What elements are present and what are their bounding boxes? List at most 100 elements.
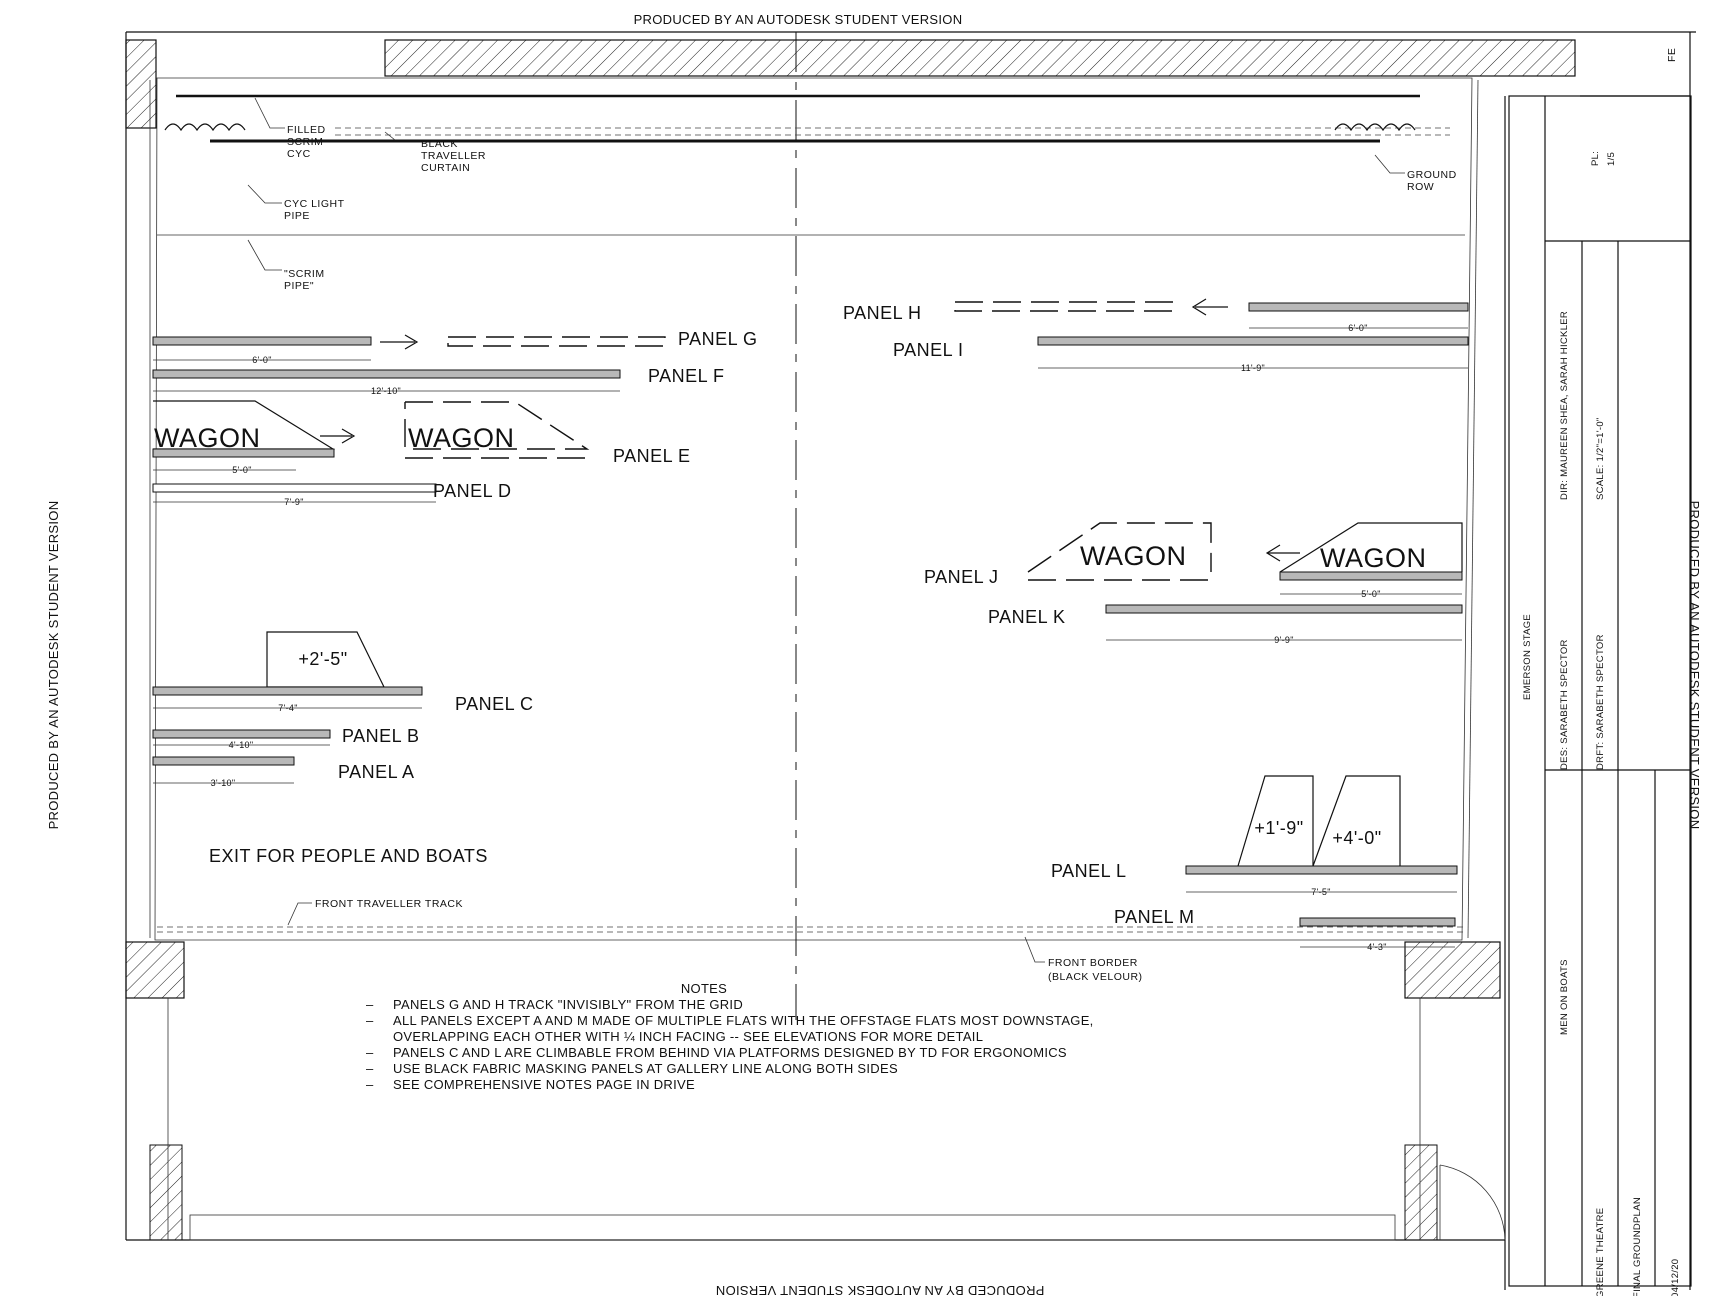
front-border-callout: FRONT BORDER (BLACK VELOUR) bbox=[1024, 936, 1142, 983]
wagon-right-offstage-label: WAGON bbox=[1080, 541, 1187, 571]
panel-k-flat bbox=[1105, 604, 1463, 614]
panel-g-group: PANEL G 6'-0" bbox=[152, 329, 758, 365]
panel-f-label: PANEL F bbox=[648, 366, 725, 386]
note-3: OVERLAPPING EACH OTHER WITH ¼ INCH FACIN… bbox=[393, 1029, 983, 1044]
panel-h-label: PANEL H bbox=[843, 303, 922, 323]
panel-l-group: +1'-9" +4'-0" PANEL L 7'-5" bbox=[1051, 775, 1458, 897]
panel-l-label: PANEL L bbox=[1051, 861, 1127, 881]
label-filled-scrim-cyc-3: CYC bbox=[287, 148, 311, 160]
wagon-left-1-offstage bbox=[404, 401, 590, 450]
exit-label: EXIT FOR PEOPLE AND BOATS bbox=[209, 846, 488, 866]
wagon-left-1-label: WAGON bbox=[154, 423, 261, 453]
panel-g-label: PANEL G bbox=[678, 329, 758, 349]
label-black-traveller-1: BLACK bbox=[421, 138, 458, 150]
panel-j-group: PANEL J WAGON WAGON 5'-0" bbox=[924, 522, 1463, 599]
platform-l1 bbox=[1237, 775, 1314, 867]
tb-date: 04/12/20 bbox=[1670, 1259, 1681, 1296]
note-1: PANELS G AND H TRACK "INVISIBLY" FROM TH… bbox=[393, 997, 743, 1012]
tb-sheet: FINAL GROUNDPLAN bbox=[1632, 1197, 1643, 1296]
panel-b-label: PANEL B bbox=[342, 726, 420, 746]
note-4: PANELS C AND L ARE CLIMBABLE FROM BEHIND… bbox=[393, 1045, 1067, 1060]
panel-k-label: PANEL K bbox=[988, 607, 1066, 627]
panel-d-label: PANEL D bbox=[433, 481, 512, 501]
front-row-seats bbox=[189, 1214, 1396, 1241]
notes-title: NOTES bbox=[681, 981, 727, 996]
label-black-traveller-2: TRAVELLER bbox=[421, 150, 486, 162]
panel-k-group: PANEL K 9'-9" bbox=[988, 604, 1463, 645]
watermark-top: PRODUCED BY AN AUTODESK STUDENT VERSION bbox=[634, 12, 963, 27]
platform-l1-label: +1'-9" bbox=[1254, 818, 1303, 838]
panel-i-group: PANEL I 11'-9" bbox=[893, 336, 1469, 373]
panel-f-group: PANEL F 12'-10" bbox=[152, 366, 725, 396]
dim-j: 5'-0" bbox=[1361, 589, 1380, 599]
dim-c: 7'-4" bbox=[278, 703, 297, 713]
panel-g-flat bbox=[152, 336, 372, 346]
platform-l2-label: +4'-0" bbox=[1332, 828, 1381, 848]
svg-text:–: – bbox=[366, 1045, 374, 1060]
cyc-wave-right bbox=[1334, 123, 1416, 132]
panel-a-group: PANEL A 3'-10" bbox=[152, 756, 414, 788]
title-block: PL: 1/5 DIR: MAUREEN SHEA, SARAH HICKLER… bbox=[1508, 95, 1692, 1296]
corner-tag: FE bbox=[1666, 48, 1678, 62]
panel-e-flat bbox=[152, 448, 335, 458]
dim-m: 4'-3" bbox=[1367, 942, 1386, 952]
platform-l2 bbox=[1312, 775, 1401, 867]
panel-b-group: PANEL B 4'-10" bbox=[152, 726, 420, 750]
front-traveller-label: FRONT TRAVELLER TRACK bbox=[315, 898, 463, 910]
panel-c-flat bbox=[152, 686, 423, 696]
panel-c-group: +2'-5" PANEL C 7'-4" bbox=[152, 631, 534, 714]
panel-d-group: PANEL D 7'-9" bbox=[152, 481, 512, 507]
dim-d: 7'-9" bbox=[284, 497, 303, 507]
tb-plate-label: PL: bbox=[1590, 151, 1601, 166]
panel-h-flat bbox=[1248, 302, 1469, 312]
tb-designer: DES: SARABETH SPECTOR bbox=[1559, 639, 1570, 770]
note-6: SEE COMPREHENSIVE NOTES PAGE IN DRIVE bbox=[393, 1077, 695, 1092]
panel-c-label: PANEL C bbox=[455, 694, 534, 714]
label-scrim-pipe-2: PIPE" bbox=[284, 280, 314, 292]
dim-i: 11'-9" bbox=[1241, 363, 1265, 373]
tb-drafter: DRFT: SARABETH SPECTOR bbox=[1595, 634, 1606, 770]
label-cyc-light-pipe-1: CYC LIGHT bbox=[284, 198, 345, 210]
watermark-bottom: PRODUCED BY AN AUTODESK STUDENT VERSION bbox=[716, 1283, 1045, 1296]
label-filled-scrim-cyc-1: FILLED bbox=[287, 124, 326, 136]
note-2: ALL PANELS EXCEPT A AND M MADE OF MULTIP… bbox=[393, 1013, 1094, 1028]
label-cyc-light-pipe-2: PIPE bbox=[284, 210, 310, 222]
dim-a: 3'-10" bbox=[211, 778, 236, 788]
label-ground-row-2: ROW bbox=[1407, 181, 1434, 193]
dim-h: 6'-0" bbox=[1348, 323, 1367, 333]
wagon-left-offstage-label: WAGON bbox=[408, 423, 515, 453]
panel-e-label: PANEL E bbox=[613, 446, 691, 466]
panel-l-flat bbox=[1185, 865, 1458, 875]
tb-scale: SCALE: 1/2"=1'-0" bbox=[1595, 417, 1606, 500]
panel-e-group: WAGON WAGON PANEL E 5'-0" bbox=[152, 400, 691, 475]
label-filled-scrim-cyc-2: SCRIM bbox=[287, 136, 323, 148]
label-black-traveller-3: CURTAIN bbox=[421, 162, 470, 174]
panel-d-flat bbox=[152, 483, 437, 493]
dim-l: 7'-5" bbox=[1311, 887, 1330, 897]
panel-a-flat bbox=[152, 756, 295, 766]
upstage-soft-goods bbox=[157, 94, 1465, 933]
panel-j-label: PANEL J bbox=[924, 567, 999, 587]
panel-f-flat bbox=[152, 369, 621, 379]
wagon-right bbox=[1279, 522, 1463, 573]
dim-k: 9'-9" bbox=[1274, 635, 1293, 645]
tb-stage: EMERSON STAGE bbox=[1522, 614, 1533, 700]
front-traveller-callout: FRONT TRAVELLER TRACK bbox=[287, 898, 463, 926]
svg-text:–: – bbox=[366, 1013, 374, 1028]
panel-h-group: PANEL H 6'-0" bbox=[843, 298, 1469, 333]
panel-m-flat bbox=[1299, 917, 1456, 927]
label-ground-row-1: GROUND bbox=[1407, 169, 1457, 181]
tb-theatre: GREENE THEATRE bbox=[1595, 1208, 1606, 1296]
dim-g: 6'-0" bbox=[252, 355, 271, 365]
notes-block: NOTES – PANELS G AND H TRACK "INVISIBLY"… bbox=[366, 981, 1094, 1092]
proscenium-right bbox=[1404, 941, 1501, 999]
building-outline bbox=[125, 31, 1696, 1290]
dim-b: 4'-10" bbox=[229, 740, 254, 750]
wagon-right-offstage bbox=[1027, 522, 1212, 573]
panel-i-label: PANEL I bbox=[893, 340, 964, 360]
panel-i-flat bbox=[1037, 336, 1469, 346]
wagon-right-label: WAGON bbox=[1320, 543, 1427, 573]
watermark-right: PRODUCED BY AN AUTODESK STUDENT VERSION bbox=[1687, 501, 1702, 830]
upstage-callouts: FILLED SCRIM CYC BLACK TRAVELLER CURTAIN… bbox=[247, 97, 1457, 292]
